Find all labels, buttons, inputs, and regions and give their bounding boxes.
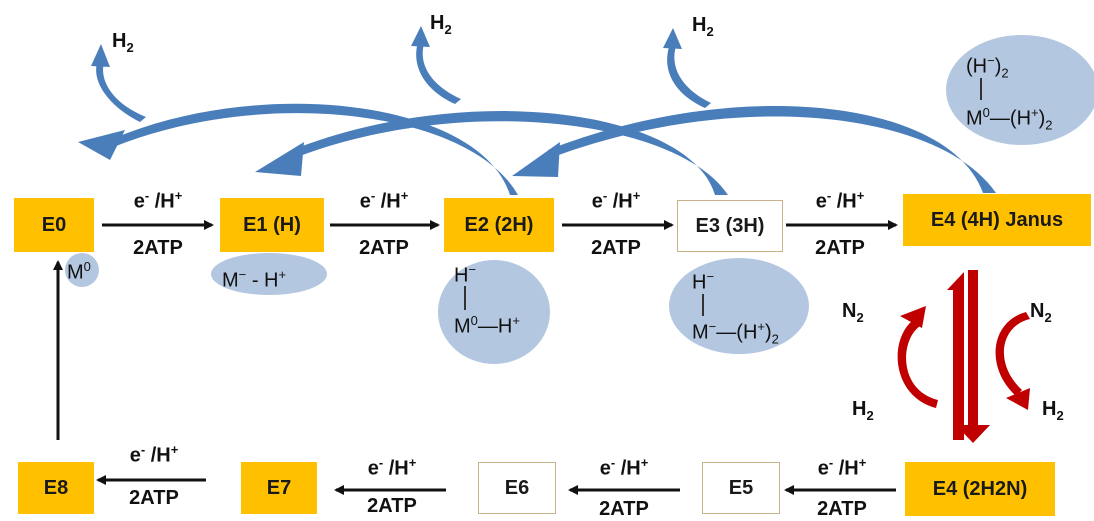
step-label-e6-e7: e- /H+ (367, 455, 417, 480)
h2-release-arrowhead-2 (411, 26, 430, 47)
red-curve-right-head (1006, 388, 1030, 410)
red-arrow-down (956, 270, 990, 443)
arrowhead-e2 (512, 142, 560, 177)
atp-label-e2-e3: 2ATP (591, 237, 641, 259)
bond-e2 (464, 286, 466, 310)
arrowhead-e0 (78, 130, 125, 160)
state-e1: E1 (H) (220, 198, 324, 252)
h2-label-2: H2 (430, 12, 452, 37)
atp-label-e7-e8: 2ATP (129, 487, 179, 509)
bond-e4 (980, 78, 982, 100)
red-arrow-up (947, 272, 964, 440)
state-e2: E2 (2H) (444, 198, 554, 252)
atp-label-e6-e7: 2ATP (367, 495, 417, 517)
n2-exchange-arrows (897, 270, 1030, 443)
atp-label-e5-e6: 2ATP (599, 498, 649, 520)
species-e4-hydride: (H−)2 (966, 53, 1009, 81)
species-e2-metal: M0—H+ (454, 313, 520, 338)
step-label-e7-e8: e- /H+ (129, 442, 179, 467)
state-e6: E6 (478, 462, 556, 514)
step-label-e5-e6: e- /H+ (599, 455, 649, 480)
bond-e3 (702, 294, 704, 316)
step-arrows (53, 220, 898, 495)
species-e2-hydride: H− (454, 262, 477, 287)
state-e8: E8 (18, 462, 94, 514)
species-e3-metal: M−—(H+)2 (692, 319, 779, 347)
n2-label-left: N2 (842, 300, 864, 325)
species-e0: M0 (67, 259, 91, 284)
bubble-e2 (438, 260, 550, 364)
red-curve-left-head (900, 306, 926, 328)
h2-label-left: H2 (852, 398, 874, 423)
species-e4-metal: M0—(H+)2 (966, 105, 1053, 133)
state-e4-2h2n: E4 (2H2N) (905, 462, 1055, 516)
atp-label-e4-e5: 2ATP (817, 498, 867, 520)
state-e4-janus: E4 (4H) Janus (903, 194, 1091, 246)
bubble-e3 (669, 258, 809, 354)
step-label-e0-e1: e- /H+ (133, 188, 183, 213)
red-curve-right (995, 312, 1030, 396)
h2-label-right: H2 (1042, 398, 1064, 423)
species-e1: M− - H+ (222, 267, 287, 292)
species-e3-hydride: H− (692, 269, 715, 294)
arrowhead-e1 (255, 142, 304, 176)
atp-label-e3-e4: 2ATP (815, 237, 865, 259)
h2-release-arrowhead-1 (91, 44, 110, 67)
red-curve-left (897, 318, 938, 408)
h2-release-arrow-1 (96, 60, 146, 122)
h2-release-arrow-3 (667, 44, 711, 108)
h2-label-3: H2 (692, 14, 714, 39)
step-label-e3-e4: e- /H+ (815, 188, 865, 213)
h2-label-1: H2 (112, 30, 134, 55)
curve-e4-to-e2 (548, 105, 996, 193)
step-label-e2-e3: e- /H+ (591, 188, 641, 213)
state-e0: E0 (14, 198, 94, 252)
n2-label-right: N2 (1030, 300, 1052, 325)
metal-bubbles (65, 35, 1094, 364)
bubble-e0 (65, 253, 99, 287)
bubble-e1 (211, 253, 327, 295)
atp-label-e1-e2: 2ATP (359, 237, 409, 259)
h2-release-curves (78, 26, 996, 195)
step-label-e1-e2: e- /H+ (359, 188, 409, 213)
h2-release-arrow-2 (416, 42, 461, 104)
state-e3: E3 (3H) (677, 200, 783, 252)
h2-release-arrowhead-3 (663, 28, 682, 49)
bubble-e4-janus (946, 35, 1094, 145)
atp-label-e0-e1: 2ATP (133, 237, 183, 259)
state-e5: E5 (702, 462, 780, 514)
state-e7: E7 (241, 462, 317, 514)
step-label-e4-e5: e- /H+ (817, 455, 867, 480)
